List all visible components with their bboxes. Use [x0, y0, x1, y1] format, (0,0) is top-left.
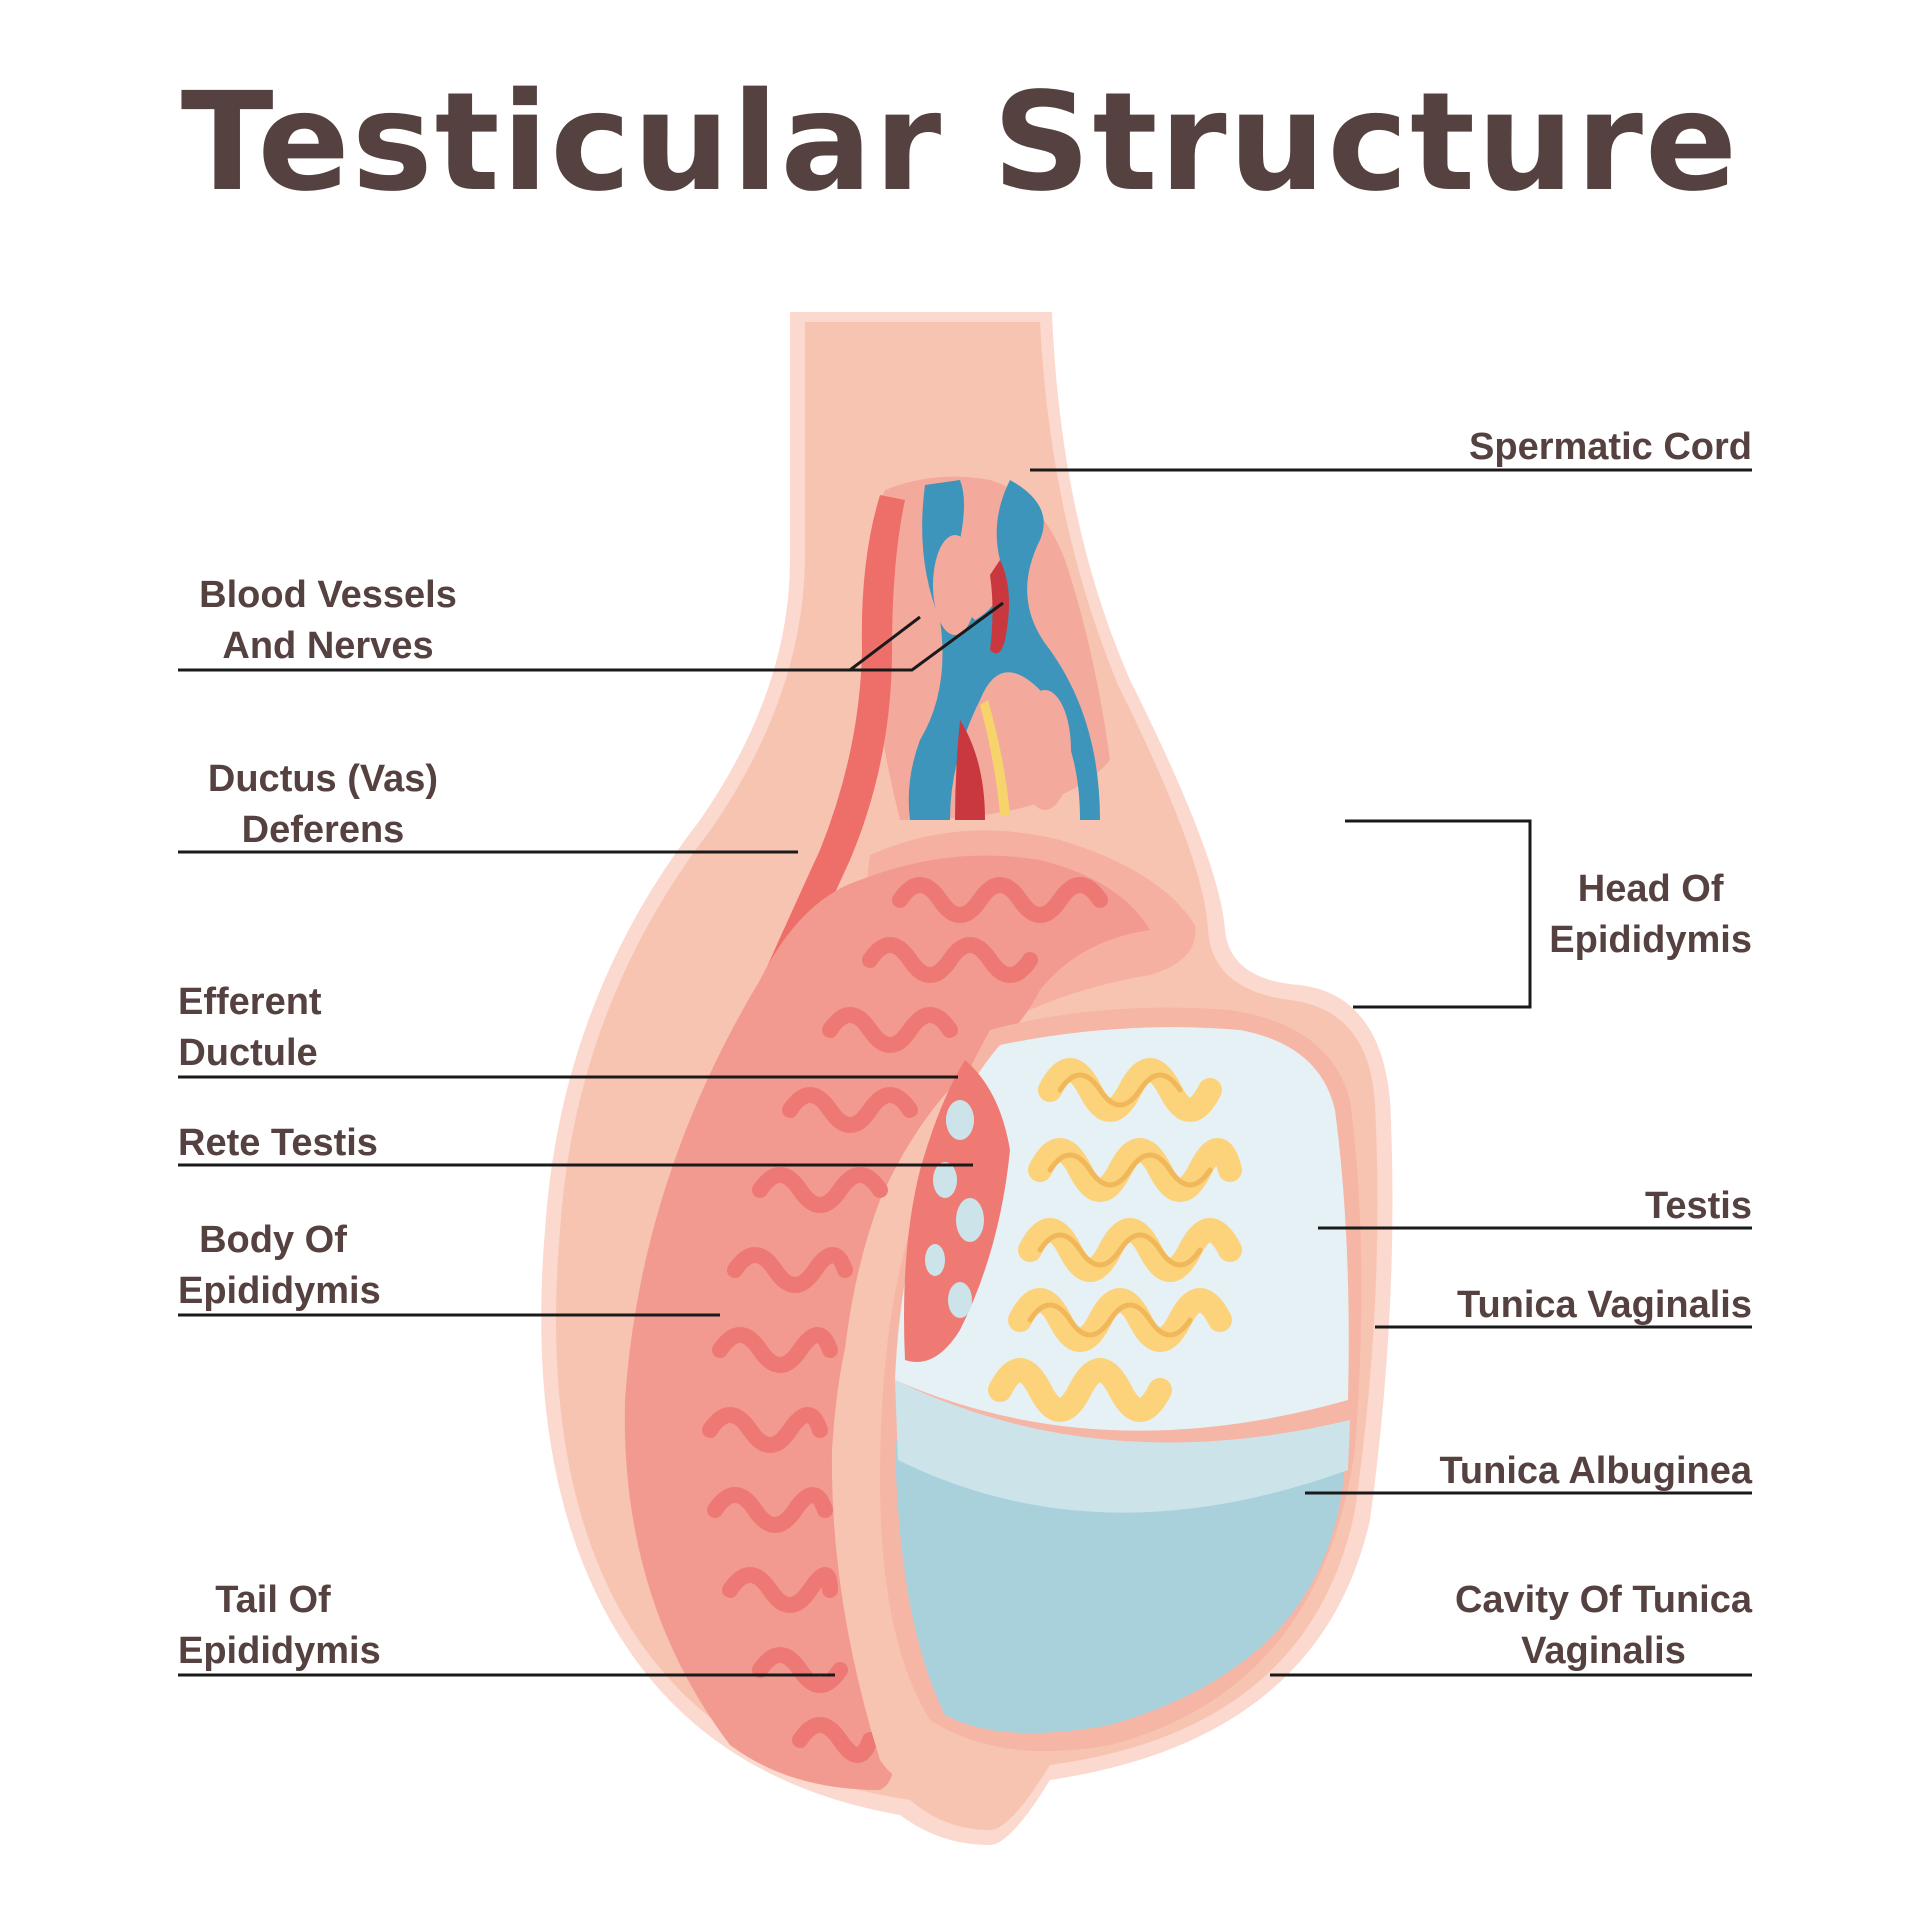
label-line: Vaginalis: [1521, 1630, 1686, 1672]
label-line: Epididymis: [178, 1270, 381, 1312]
label-line: Head Of: [1577, 868, 1724, 910]
label-tunica-vaginalis: Tunica Vaginalis: [1457, 1280, 1752, 1331]
epididymis-tubules: [702, 877, 1108, 1763]
label-rete-testis-text: Rete Testis: [178, 1122, 378, 1164]
label-line: Body Of: [199, 1219, 347, 1261]
nerve: [980, 700, 1010, 815]
label-line: Ductus (Vas): [207, 758, 439, 800]
cavity-of-tunica-vaginalis: [895, 1440, 1345, 1733]
rete-space: [925, 1244, 945, 1276]
leader-lines: [178, 468, 1752, 1677]
label-blood-vessels-and-nerves: Blood Vessels And Nerves: [178, 570, 478, 672]
label-tunica-albuginea: Tunica Albuginea: [1440, 1446, 1752, 1497]
label-line: Deferens: [241, 809, 405, 851]
label-line: Epididymis: [1549, 919, 1752, 961]
label-line: Ductule: [178, 1032, 318, 1074]
label-line: Tail Of: [215, 1579, 331, 1621]
label-ductus-deferens: Ductus (Vas) Deferens: [178, 754, 468, 856]
page-title: Testicular Structure: [180, 64, 1740, 222]
rete-space: [956, 1198, 984, 1242]
label-line: Epididymis: [178, 1630, 381, 1672]
label-body-of-epididymis: Body Of Epididymis: [178, 1215, 381, 1317]
label-head-of-epididymis: Head Of Epididymis: [1549, 864, 1752, 966]
label-line: And Nerves: [222, 625, 434, 667]
label-tunica-vaginalis-text: Tunica Vaginalis: [1457, 1284, 1752, 1326]
rete-space: [948, 1282, 972, 1318]
label-rete-testis: Rete Testis: [178, 1118, 378, 1169]
leader-blood-vessels: [178, 601, 1004, 672]
vein-gap: [933, 535, 977, 635]
label-line: Efferent: [178, 981, 322, 1023]
body-of-epididymis: [624, 855, 1150, 1790]
label-tail-of-epididymis: Tail Of Epididymis: [178, 1575, 381, 1677]
label-tunica-albuginea-text: Tunica Albuginea: [1439, 1450, 1752, 1492]
label-spermatic-cord: Spermatic Cord: [1469, 422, 1752, 473]
testis-lobule-detail: [1027, 1072, 1213, 1338]
label-line: Blood Vessels: [199, 574, 457, 616]
label-efferent-ductule: Efferent Ductule: [178, 977, 322, 1079]
rete-testis: [904, 1060, 1010, 1362]
leader-head-of-epididymis: [1345, 819, 1532, 1009]
rete-space: [946, 1100, 974, 1140]
artery: [955, 720, 985, 820]
label-line: Cavity Of Tunica: [1454, 1579, 1752, 1621]
label-testis: Testis: [1645, 1181, 1752, 1232]
label-testis-text: Testis: [1644, 1185, 1752, 1227]
tunica-albuginea: [895, 1380, 1350, 1513]
vein-gap: [1019, 690, 1071, 810]
label-cavity-of-tunica-vaginalis: Cavity Of Tunica Vaginalis: [1455, 1575, 1752, 1677]
rete-space: [933, 1162, 957, 1198]
label-spermatic-cord-text: Spermatic Cord: [1469, 426, 1752, 468]
